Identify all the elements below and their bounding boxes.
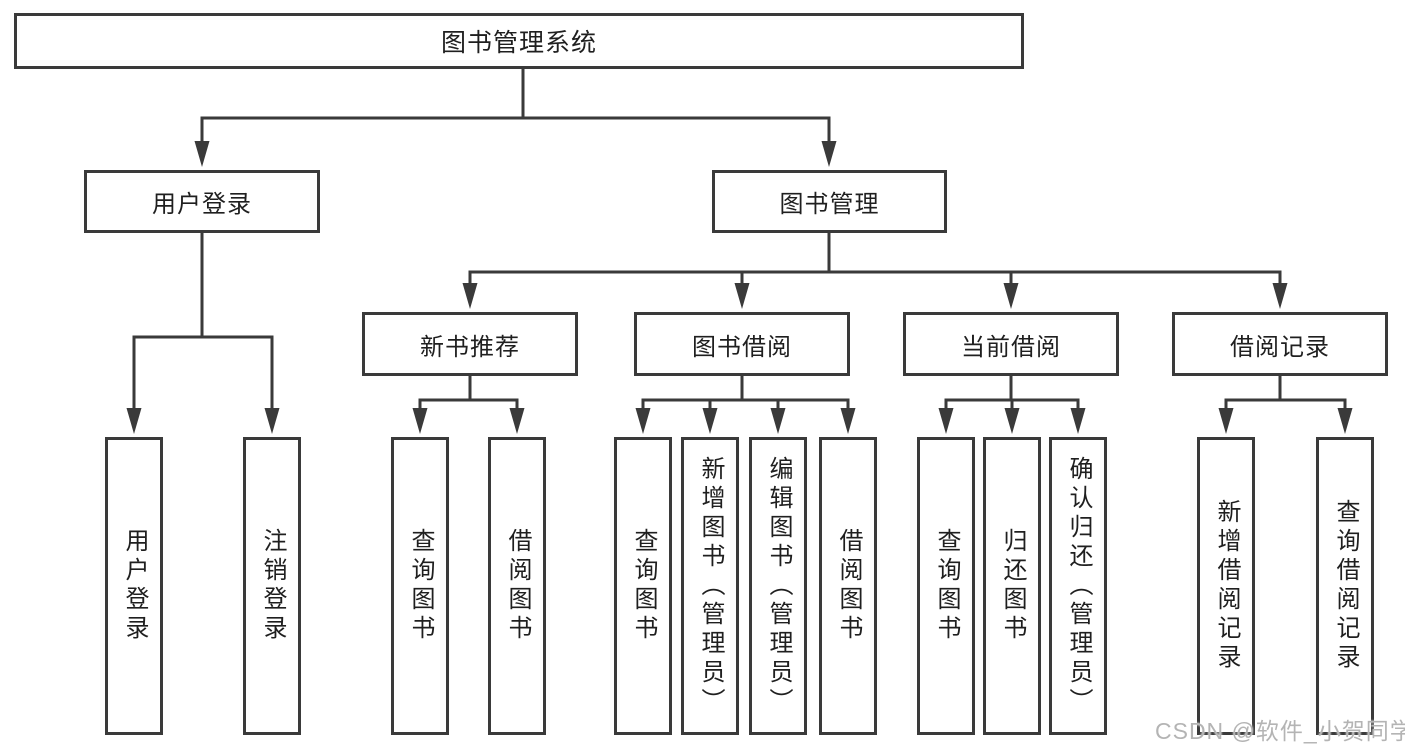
leaf-query-books-borrowing: 查询图书 [614,437,672,735]
node-book-management: 图书管理 [712,170,947,233]
tree-edges [132,69,1347,412]
leaf-add-book-admin: 新增图书（管理员） [681,437,739,735]
leaf-logout: 注销登录 [243,437,301,735]
node-user-login: 用户登录 [84,170,320,233]
leaf-borrow-books-recommend: 借阅图书 [488,437,546,735]
leaf-query-borrow-record: 查询借阅记录 [1316,437,1374,735]
leaf-user-login: 用户登录 [105,437,163,735]
leaf-borrow-books-borrowing: 借阅图书 [819,437,877,735]
leaf-add-borrow-record: 新增借阅记录 [1197,437,1255,735]
leaf-confirm-return-admin: 确认归还（管理员） [1049,437,1107,735]
csdn-watermark: CSDN @软件_小贺同学 [1155,718,1405,744]
leaf-edit-book-admin: 编辑图书（管理员） [749,437,807,735]
arrowheads [126,141,1353,434]
leaf-query-books-recommend: 查询图书 [391,437,449,735]
leaf-query-books-current: 查询图书 [917,437,975,735]
leaf-return-book: 归还图书 [983,437,1041,735]
node-borrowing-records: 借阅记录 [1172,312,1388,376]
node-library-management-system: 图书管理系统 [14,13,1024,69]
node-current-borrowing: 当前借阅 [903,312,1119,376]
node-book-borrowing: 图书借阅 [634,312,850,376]
node-new-book-recommendation: 新书推荐 [362,312,578,376]
